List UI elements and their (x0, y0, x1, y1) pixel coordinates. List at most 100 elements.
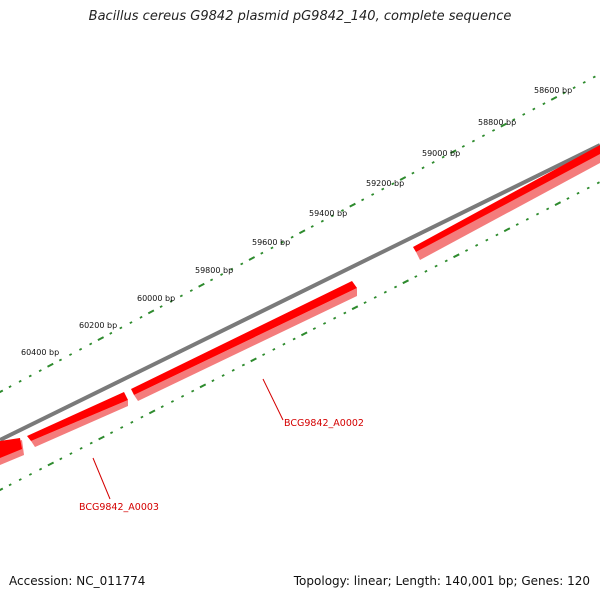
minor-tick (471, 139, 476, 143)
scale-tick-label: 60200 bp (79, 321, 117, 330)
scale-tick-label: 59600 bp (252, 238, 290, 247)
scale-tick-label: 59400 bp (309, 209, 347, 218)
major-tick (0, 487, 4, 492)
minor-tick (421, 166, 425, 170)
minor-tick (475, 243, 479, 247)
minor-tick (596, 181, 600, 185)
scale-tick-label: 59000 bp (422, 149, 460, 158)
major-tick (147, 309, 155, 315)
major-tick (300, 331, 308, 337)
major-tick (98, 435, 105, 441)
minor-tick (8, 483, 12, 487)
major-tick (550, 96, 558, 101)
major-tick (47, 362, 54, 368)
minor-tick (8, 385, 12, 389)
minor-tick (79, 446, 83, 450)
major-tick (351, 305, 359, 311)
minor-tick (592, 75, 596, 79)
gene-label-leader-A0002 (262, 378, 284, 421)
topology-summary: Topology: linear; Length: 140,001 bp; Ge… (293, 574, 590, 588)
major-tick (500, 122, 507, 128)
scale-tick-label: 58800 bp (478, 118, 516, 127)
minor-tick (461, 145, 465, 148)
gene-feature-BCG9842_A0003[interactable] (27, 392, 128, 447)
minor-tick (582, 81, 586, 84)
minor-tick (231, 368, 235, 372)
major-tick (449, 149, 457, 155)
minor-tick (464, 249, 469, 252)
minor-tick (119, 326, 123, 330)
major-tick (47, 461, 55, 467)
major-tick (349, 202, 356, 208)
minor-tick (381, 187, 385, 191)
major-tick (250, 357, 257, 363)
minor-tick (424, 269, 428, 273)
minor-tick (512, 118, 516, 122)
minor-tick (68, 353, 73, 356)
minor-tick (272, 348, 276, 351)
minor-tick (89, 342, 93, 346)
minor-tick (209, 278, 214, 282)
minor-tick (542, 102, 546, 106)
accession-label: Accession: NC_011774 (9, 574, 146, 588)
minor-tick (28, 374, 32, 378)
major-tick (148, 409, 156, 415)
major-tick (199, 383, 207, 389)
minor-tick (361, 198, 365, 202)
minor-tick (586, 186, 590, 190)
gene-feature-BCG9842_A0002[interactable] (131, 281, 357, 401)
minor-tick (120, 426, 124, 429)
minor-tick (340, 209, 345, 212)
minor-tick (139, 315, 143, 319)
minor-tick (330, 214, 334, 218)
minor-tick (58, 358, 63, 362)
gene-label-BCG9842_A0003[interactable]: BCG9842_A0003 (79, 502, 159, 513)
minor-tick (260, 251, 264, 255)
minor-tick (180, 394, 185, 398)
scale-tick-label: 59800 bp (195, 266, 233, 275)
minor-tick (78, 347, 83, 351)
scale-tick-label: 58600 bp (534, 86, 572, 95)
minor-tick (383, 290, 387, 294)
minor-tick (230, 267, 234, 271)
minor-tick (312, 327, 317, 331)
minor-tick (28, 473, 33, 476)
minor-tick (431, 161, 435, 164)
major-tick (198, 282, 205, 288)
minor-tick (169, 299, 173, 303)
minor-tick (38, 467, 43, 471)
minor-tick (371, 193, 375, 196)
gene-label-BCG9842_A0002[interactable]: BCG9842_A0002 (284, 418, 364, 429)
minor-tick (292, 337, 296, 341)
minor-tick (262, 353, 266, 356)
minor-tick (485, 238, 489, 242)
minor-tick (310, 225, 314, 228)
minor-tick (491, 129, 496, 132)
minor-tick (140, 415, 144, 419)
major-tick (298, 229, 306, 235)
gene-feature-right[interactable] (413, 145, 600, 260)
minor-tick (130, 420, 134, 424)
map-title: Bacillus cereus G9842 plasmid pG9842_140… (88, 9, 512, 24)
minor-tick (572, 86, 576, 90)
minor-tick (220, 273, 224, 276)
scale-tick-label: 59200 bp (366, 179, 404, 188)
major-tick (453, 253, 460, 259)
gene-label-leader-A0003 (92, 457, 111, 500)
minor-tick (69, 452, 73, 455)
minor-tick (159, 305, 163, 308)
minor-tick (109, 431, 114, 435)
minor-tick (282, 342, 286, 346)
minor-tick (441, 155, 445, 159)
minor-tick (393, 285, 398, 289)
minor-tick (515, 223, 519, 226)
minor-tick (481, 134, 486, 138)
minor-tick (240, 262, 244, 266)
major-tick (97, 336, 105, 341)
gene-feature-left[interactable] (0, 438, 24, 465)
minor-tick (109, 331, 113, 335)
minor-tick (322, 322, 327, 325)
minor-tick (525, 217, 529, 221)
minor-tick (411, 171, 415, 175)
